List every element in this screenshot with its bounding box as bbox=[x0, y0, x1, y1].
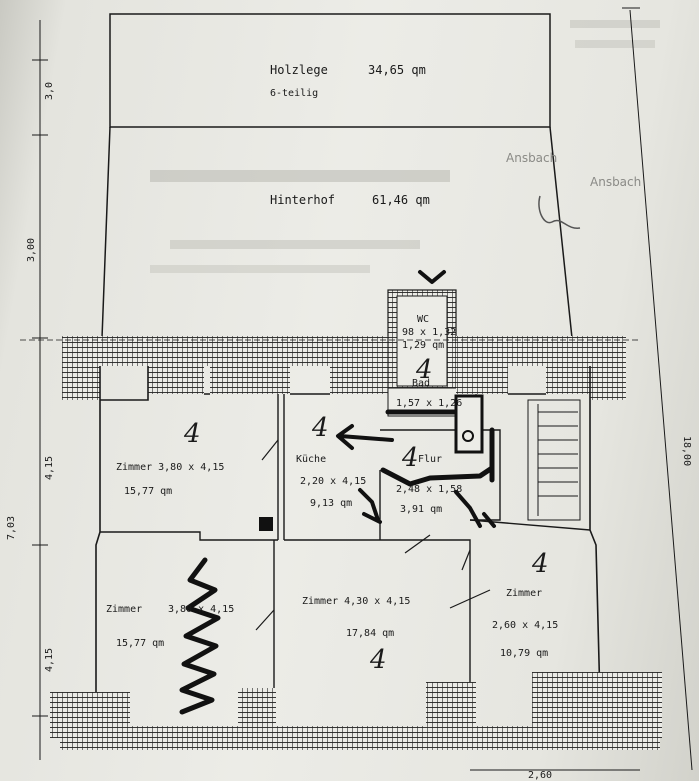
dimension-lines bbox=[32, 7, 693, 771]
kueche-area: 9,13 qm bbox=[310, 498, 352, 509]
mark-zimmer1: 4 bbox=[183, 419, 201, 449]
dim-bottom: 2,60 bbox=[528, 770, 552, 781]
handwritten-strokes bbox=[179, 270, 496, 715]
mark-flur: 4 bbox=[401, 443, 419, 473]
chimney bbox=[259, 517, 273, 531]
hinterhof-label: Hinterhof bbox=[270, 193, 335, 207]
dim-left-a: 4,15 bbox=[44, 456, 55, 480]
dim-left-c: 4,15 bbox=[44, 648, 55, 672]
svg-text:Ansbach: Ansbach bbox=[590, 175, 641, 189]
zimmer2-dims: 3,80 x 4,15 bbox=[168, 604, 234, 615]
zimmer2-label: Zimmer bbox=[106, 604, 142, 615]
hinterhof-area: 61,46 qm bbox=[372, 193, 430, 207]
mark-zimmer3: 4 bbox=[369, 645, 387, 675]
svg-text:Ansbach: Ansbach bbox=[506, 151, 557, 165]
kueche-dims: 2,20 x 4,15 bbox=[300, 476, 366, 487]
dim-left-b: 7,03 bbox=[6, 516, 17, 540]
flur-dims: 2,48 x 1,58 bbox=[396, 484, 462, 495]
flur-area: 3,91 qm bbox=[400, 504, 442, 515]
zimmer2-area: 15,77 qm bbox=[116, 638, 164, 649]
signature bbox=[538, 195, 581, 229]
outer-walls bbox=[20, 339, 640, 701]
holzlege-area: 34,65 qm bbox=[368, 63, 426, 77]
zimmer1-area: 15,77 qm bbox=[124, 486, 172, 497]
mark-zimmer4: 4 bbox=[531, 549, 549, 579]
stove bbox=[454, 394, 484, 454]
wc-area: 1,29 qm bbox=[402, 340, 444, 351]
zimmer4-area: 10,79 qm bbox=[500, 648, 548, 659]
hinterhof-area bbox=[101, 126, 573, 339]
stairwell bbox=[527, 399, 581, 521]
zimmer4-label: Zimmer bbox=[506, 588, 542, 599]
wc-dims: 98 x 1,32 bbox=[402, 327, 456, 338]
interior-walls bbox=[100, 394, 591, 700]
wc-label: WC bbox=[417, 314, 429, 325]
stamp: Ansbach Ansbach bbox=[506, 151, 641, 229]
upper-wall bbox=[62, 336, 626, 400]
bleed-through-text bbox=[150, 20, 660, 273]
bad-label: Bad bbox=[412, 378, 430, 389]
holzlege-note: 6-teilig bbox=[270, 88, 318, 99]
dim-left-mid: 3,00 bbox=[26, 238, 37, 262]
door-swings bbox=[255, 439, 491, 631]
dim-left-top: 3,0 bbox=[44, 82, 55, 100]
zimmer4-dims: 2,60 x 4,15 bbox=[492, 620, 558, 631]
holzlege-label: Holzlege bbox=[270, 63, 328, 77]
mark-kueche: 4 bbox=[311, 413, 329, 443]
holzlege-room bbox=[109, 13, 551, 128]
mark-bad: 4 bbox=[415, 355, 433, 385]
kueche-label: Küche bbox=[296, 454, 326, 465]
lower-wall bbox=[50, 672, 662, 750]
zimmer3-area: 17,84 qm bbox=[346, 628, 394, 639]
zimmer1-label: Zimmer 3,80 x 4,15 bbox=[116, 462, 224, 473]
flur-label: Flur bbox=[418, 454, 442, 465]
zimmer3-label: Zimmer 4,30 x 4,15 bbox=[302, 596, 410, 607]
bad-dims: 1,57 x 1,26 bbox=[396, 398, 462, 409]
dim-right: 18,00 bbox=[681, 436, 692, 466]
